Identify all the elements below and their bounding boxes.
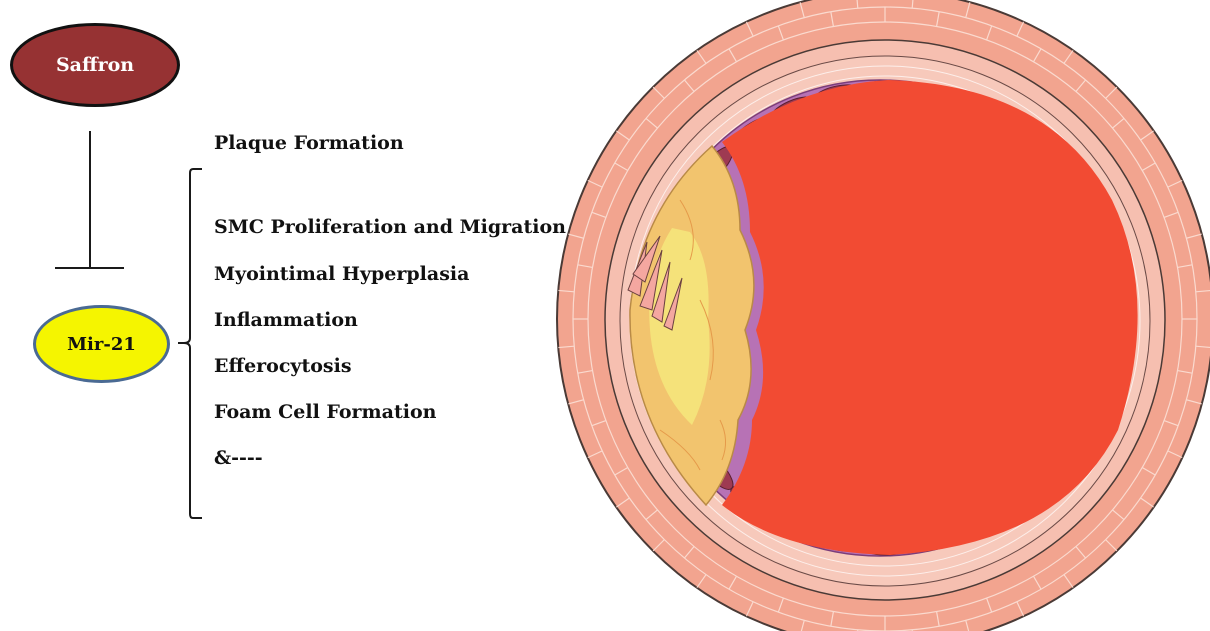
vessel-lumen [722, 80, 1138, 555]
